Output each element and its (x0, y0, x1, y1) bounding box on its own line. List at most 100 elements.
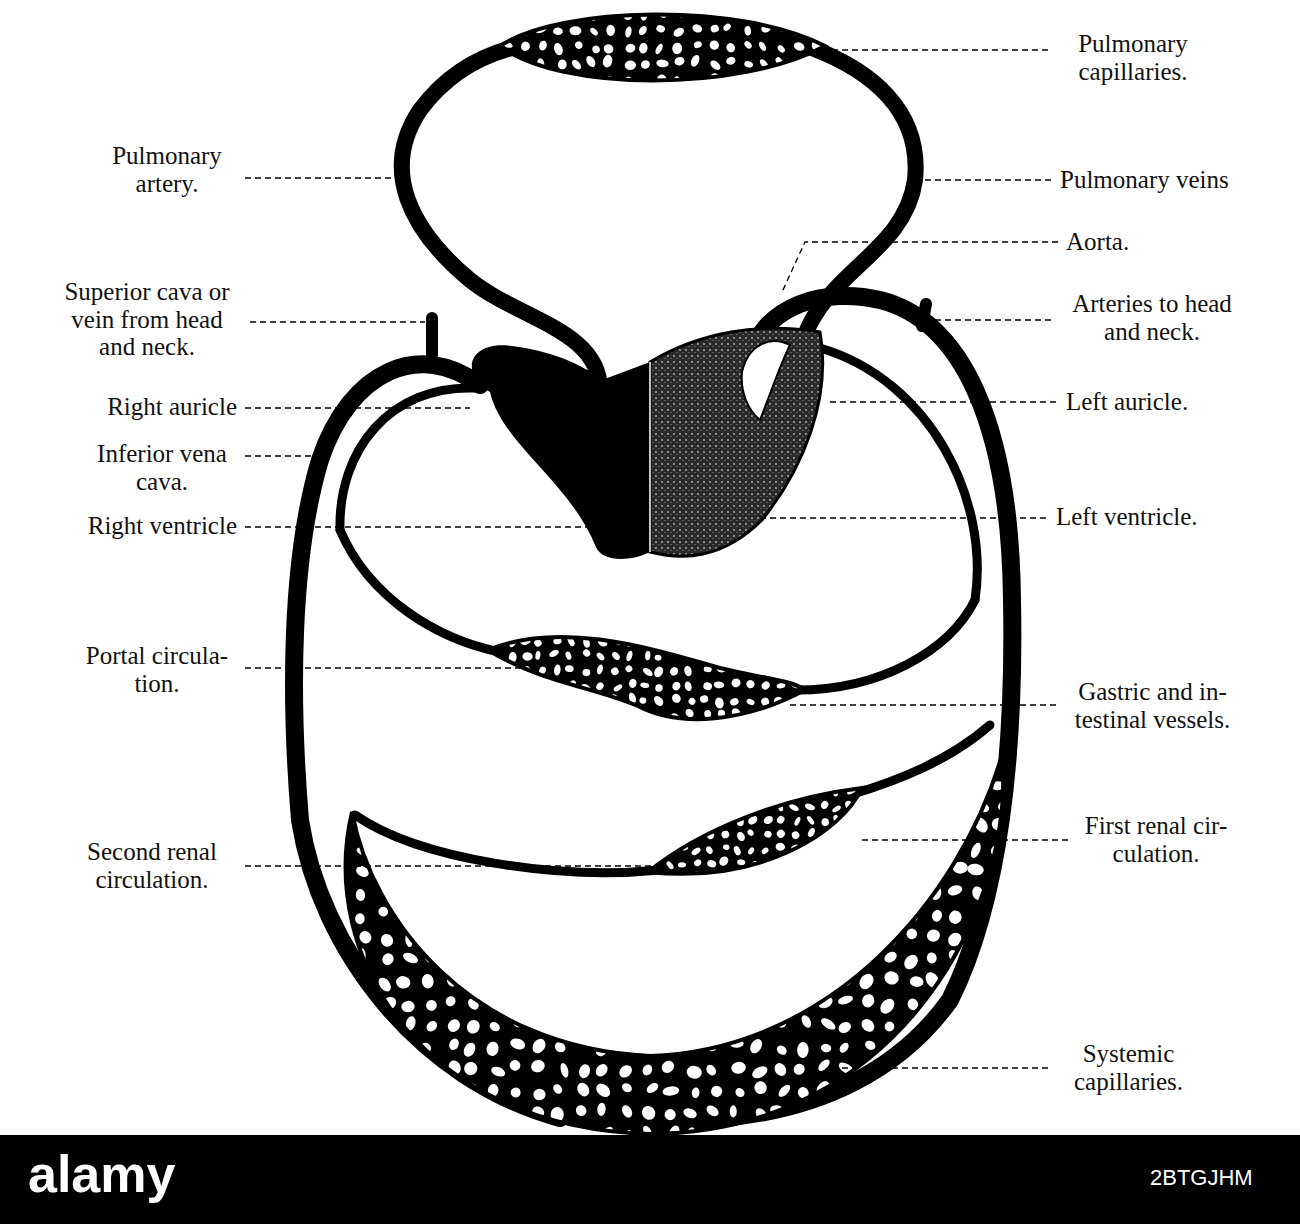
capillary-gap (930, 759, 944, 767)
capillary-gap (419, 755, 433, 767)
capillary-gap (863, 1083, 877, 1097)
capillary-gap (467, 780, 480, 793)
capillary-gap (512, 934, 524, 944)
capillary-gap (776, 1083, 792, 1099)
capillary-gap (838, 815, 856, 832)
capillary-gap (398, 749, 413, 765)
capillary-gap (969, 932, 986, 946)
capillary-gap (672, 42, 683, 54)
capillary-gap (663, 751, 680, 767)
capillary-gap (704, 799, 717, 812)
capillary-gap (574, 913, 586, 924)
capillary-gap (902, 1107, 916, 1118)
capillary-gap (926, 951, 938, 964)
capillary-gap (599, 752, 619, 772)
capillary-gap (747, 651, 756, 662)
capillary-gap (536, 619, 544, 629)
capillary-gap (533, 910, 544, 921)
capillary-gap (551, 1082, 564, 1095)
capillary-gap (377, 841, 394, 858)
capillary-gap (776, 621, 785, 628)
capillary-gap (666, 1016, 682, 1032)
capillary-gap (761, 786, 769, 796)
capillary-gap (837, 906, 850, 919)
capillary-gap (732, 882, 746, 901)
capillary-gap (628, 678, 638, 689)
capillary-gap (558, 59, 568, 70)
capillary-gap (684, 906, 700, 923)
capillary-gap (596, 907, 610, 921)
capillary-gap (569, 698, 575, 707)
capillary-gap (505, 708, 516, 721)
capillary-gap (863, 1039, 877, 1052)
capillary-gap (599, 797, 618, 816)
capillary-gap (382, 867, 394, 877)
capillary-gap (838, 774, 849, 787)
capillary-gap (648, 861, 656, 875)
capillary-gap (444, 928, 458, 942)
capillary-gap (599, 926, 616, 942)
capillary-gap (682, 1106, 698, 1120)
capillary-gap (649, 814, 661, 824)
capillary-gap (506, 909, 521, 924)
capillary-gap (401, 1000, 415, 1013)
capillary-gap (719, 873, 731, 885)
capillary-gap (662, 1085, 680, 1096)
capillary-gap (620, 1081, 634, 1094)
capillary-gap (405, 817, 415, 832)
capillary-gap (792, 711, 800, 723)
capillary-gap (332, 1037, 348, 1055)
capillary-gap (663, 799, 672, 810)
capillary-gap (529, 955, 544, 970)
capillary-gap (907, 776, 924, 789)
capillary-gap (557, 772, 572, 788)
capillary-gap (776, 44, 786, 54)
capillary-gap (616, 1013, 636, 1032)
capillary-gap (552, 42, 564, 56)
capillary-gap (733, 623, 743, 632)
capillary-gap (925, 1021, 939, 1034)
capillary-gap (720, 830, 730, 840)
capillary-gap (421, 929, 435, 942)
capillary-gap (793, 816, 801, 827)
footer-bar (0, 1135, 1300, 1224)
capillary-gap (748, 1037, 765, 1056)
leader-line (245, 177, 395, 178)
capillary-gap (668, 665, 679, 677)
capillary-gap (928, 841, 939, 854)
capillary-gap (775, 10, 786, 20)
capillary-gap (401, 1107, 416, 1121)
capillary-gap (640, 947, 656, 964)
capillary-gap (772, 1061, 788, 1078)
part-label: Pulmonary veins (1060, 166, 1229, 194)
capillary-border (346, 755, 1004, 1134)
capillary-gap (773, 665, 783, 673)
capillary-gap (447, 949, 459, 963)
capillary-gap (559, 1062, 570, 1078)
capillary-gap (711, 997, 722, 1009)
capillary-gap (901, 952, 920, 972)
capillary-gap (748, 871, 758, 881)
capillary-gap (677, 875, 685, 883)
capillary-gap (639, 59, 651, 70)
capillary-gap (928, 800, 941, 816)
capillary-gap (831, 804, 842, 813)
capillary-gap (593, 815, 609, 831)
capillary-gap (655, 684, 663, 692)
capillary-gap (860, 992, 876, 1009)
capillary-gap (577, 997, 593, 1011)
capillary-gap (446, 775, 457, 788)
capillary-gap (593, 1062, 610, 1079)
capillary-gap (925, 1035, 943, 1051)
capillary-gap (707, 874, 717, 884)
capillary-gap (655, 633, 665, 644)
capillary-gap (512, 885, 525, 902)
capillary-gap (839, 751, 853, 764)
capillary-gap (846, 832, 855, 842)
capillary-gap (330, 758, 345, 771)
capillary-gap (565, 665, 575, 673)
capillary-gap (819, 776, 832, 787)
capillary-gap (953, 1086, 966, 1097)
capillary-gap (464, 1018, 482, 1036)
capillary-gap (931, 909, 944, 923)
